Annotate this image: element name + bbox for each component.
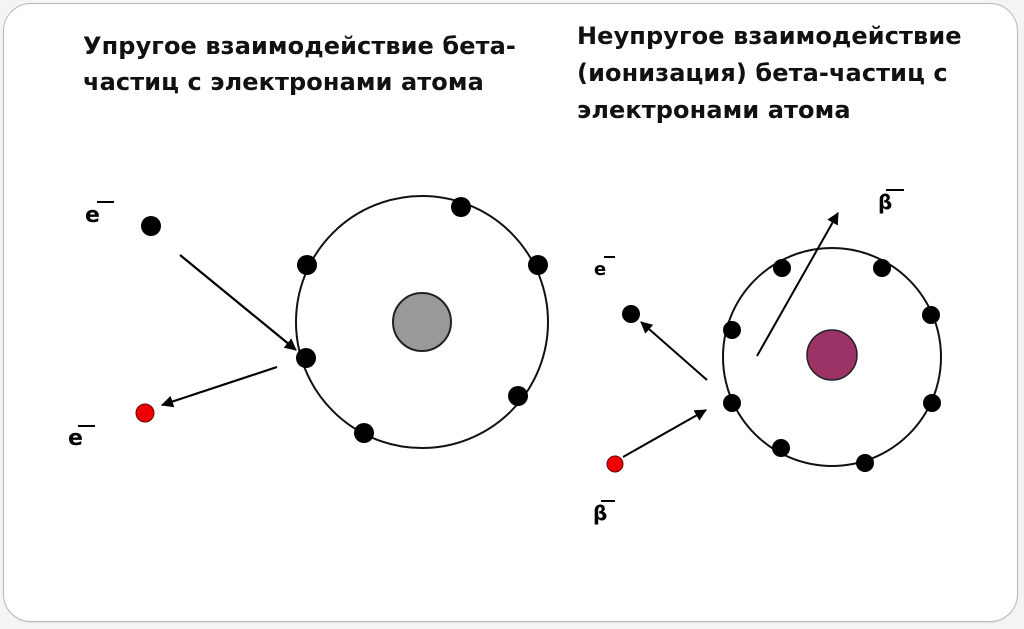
scattered-electron: [135, 403, 155, 423]
arrow-ejected-electron: [640, 321, 708, 381]
label-scattered-electron: e: [68, 425, 95, 451]
negative-charge-bar: [78, 425, 95, 427]
title-inelastic-line-3: электронами атома: [577, 96, 851, 124]
orbit-right: [722, 247, 942, 467]
orbit-left: [295, 195, 549, 449]
title-inelastic-line-1: Неупругое взаимодействие: [577, 22, 962, 50]
orbit-electron: [922, 306, 940, 324]
arrow-scattered-electron: [161, 365, 278, 408]
title-inelastic-line-2: (ионизация) бета-частиц с: [577, 59, 948, 87]
label-text: β: [878, 190, 893, 214]
title-inelastic-interaction: Неупругое взаимодействие (ионизация) бет…: [577, 18, 962, 129]
negative-charge-bar: [886, 189, 904, 191]
inelastic-diagram: [606, 212, 942, 473]
incoming-beta-particle: [606, 455, 624, 473]
orbit-electrons-right: [723, 259, 941, 472]
title-elastic-line-1: Упругое взаимодействие бета-: [83, 32, 516, 60]
arrow-outgoing-beta: [756, 212, 839, 357]
negative-charge-bar: [601, 500, 615, 502]
label-incoming-beta: β: [593, 500, 615, 525]
slide: [3, 3, 1018, 622]
orbit-electron: [772, 439, 790, 457]
incoming-electron: [141, 216, 161, 236]
label-text: e: [68, 426, 83, 451]
arrow-incoming-beta: [622, 409, 707, 458]
label-ejected-electron: e: [594, 256, 615, 281]
orbit-electron: [528, 255, 548, 275]
ejected-electron: [622, 305, 640, 323]
title-elastic-line-2: частиц с электронами атома: [83, 68, 484, 96]
label-text: β: [593, 501, 608, 525]
arrow-incoming-electron: [179, 254, 297, 351]
orbit-electron: [508, 386, 528, 406]
orbit-electron: [296, 348, 316, 368]
orbit-electron: [723, 394, 741, 412]
label-text: e: [594, 259, 607, 280]
orbit-electron: [923, 394, 941, 412]
negative-charge-bar: [97, 201, 114, 203]
orbit-electron: [873, 259, 891, 277]
elastic-diagram: [135, 195, 549, 449]
title-elastic-interaction: Упругое взаимодействие бета- частиц с эл…: [83, 28, 516, 100]
orbit-electron: [354, 423, 374, 443]
nucleus-right: [806, 329, 858, 381]
orbit-electron: [297, 255, 317, 275]
label-text: e: [85, 203, 100, 228]
negative-charge-bar: [604, 256, 615, 258]
label-outgoing-beta: β: [878, 189, 904, 214]
nucleus-left: [392, 292, 452, 352]
label-incoming-electron: e: [85, 201, 114, 228]
orbit-electron: [773, 259, 791, 277]
orbit-electron: [451, 197, 471, 217]
orbit-electron: [723, 321, 741, 339]
orbit-electron: [856, 454, 874, 472]
orbit-electrons-left: [296, 197, 548, 443]
